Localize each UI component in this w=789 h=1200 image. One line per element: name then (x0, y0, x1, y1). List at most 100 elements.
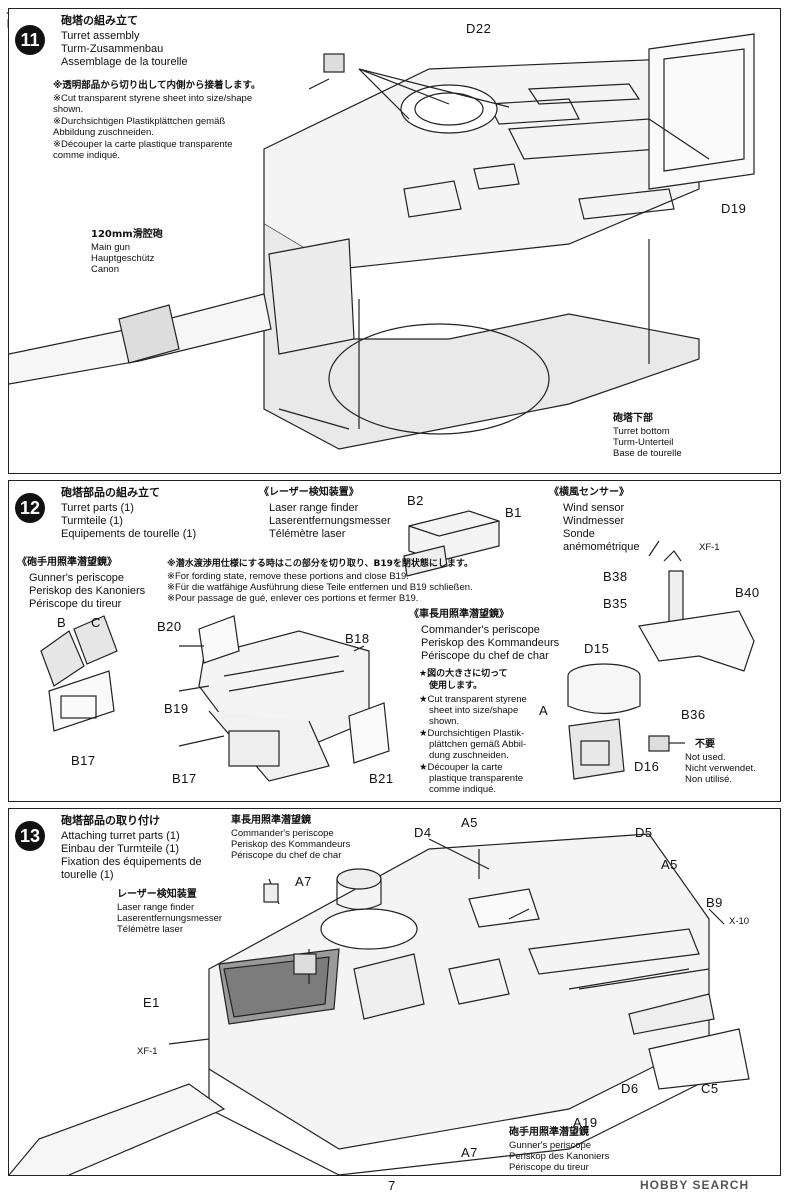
part-label-d22: D22 (466, 21, 492, 36)
not-used-label-fr: Non utilisé. (685, 774, 732, 785)
cut-note-jp-2: 使用します。 (429, 681, 483, 691)
step-title-fr: Equipements de tourelle (1) (61, 528, 197, 540)
not-used-label-en: Not used. (685, 752, 726, 763)
step-number-badge: 13 (15, 821, 45, 851)
turret-assembly-drawing (9, 33, 755, 450)
note-jp: ※透明部品から切り出して内側から接着します。 (53, 80, 261, 91)
step-title-jp: 砲塔部品の取り付け (61, 814, 160, 827)
page-number: 7 (388, 1178, 396, 1193)
paint-callout-xf1: XF-1 (137, 1046, 158, 1057)
part-label-a7-a: A7 (295, 874, 312, 889)
part-label-d5: D5 (635, 825, 653, 840)
cut-note-fr-2: plastique transparente (429, 773, 524, 784)
not-used-label-jp: 不要 (695, 739, 715, 750)
gunner-periscope-label-en: Gunner's periscope (509, 1140, 592, 1151)
commander-periscope-label-en: Commander's periscope (231, 828, 334, 839)
step-number-badge: 12 (15, 493, 45, 523)
part-label-d4: D4 (414, 825, 432, 840)
part-label-b17-a: B17 (71, 753, 96, 768)
part-label-b40: B40 (735, 585, 760, 600)
commander-periscope-label-de: Periskop des Kommandeurs (421, 637, 560, 649)
cut-note-de-3: dung zuschneiden. (429, 750, 509, 761)
cut-note-en-2: sheet into size/shape (429, 705, 519, 716)
part-label-c5: C5 (701, 1081, 719, 1096)
part-label-a7-b: A7 (461, 1145, 478, 1160)
cut-note-jp-1: ★図の大きさに切って (419, 669, 508, 679)
step-title-fr: Assemblage de la tourelle (61, 56, 188, 68)
step-11-panel: 11 砲塔の組み立て Turret assembly Turm-Zusammen… (8, 8, 781, 474)
footer-logo-text: HOBBY SEARCH (640, 1178, 750, 1192)
step-title-de: Einbau der Turmteile (1) (61, 843, 179, 855)
step-title-jp: 砲塔の組み立て (61, 14, 138, 27)
step-13-panel: 13 砲塔部品の取り付け Attaching turret parts (1) … (8, 808, 781, 1176)
part-label-d15: D15 (584, 641, 610, 656)
cut-note-de-2: plättchen gemäß Abbil- (429, 739, 527, 750)
part-label-b1: B1 (505, 505, 522, 520)
note-fr: ※Découper la carte plastique transparent… (53, 139, 233, 161)
part-label-b21: B21 (369, 771, 394, 786)
wind-sensor-label-jp: 《横風センサー》 (549, 487, 629, 498)
part-label-d6: D6 (621, 1081, 639, 1096)
paint-callout-xf1: XF-1 (699, 542, 720, 553)
commander-periscope-label-fr: Périscope du chef de char (231, 850, 342, 861)
gunner-periscope-label-jp: 砲手用照準潜望鏡 (509, 1127, 589, 1138)
turret-bottom-label-fr: Base de tourelle (613, 448, 682, 459)
commander-periscope-label-de: Periskop des Kommandeurs (231, 839, 351, 850)
commander-periscope-label-en: Commander's periscope (421, 624, 540, 636)
wind-sensor-label-fr: Sonde (563, 528, 595, 540)
part-label-c: C (91, 615, 101, 630)
main-gun-label-en: Main gun (91, 242, 131, 253)
note-de: ※Durchsichtigen Plastikplättchen gemäß A… (53, 116, 226, 138)
part-label-b20: B20 (157, 619, 182, 634)
part-label-d16: D16 (634, 759, 660, 774)
cut-note-en-1: ★Cut transparent styrene (419, 694, 527, 705)
laser-label-jp: レーザー検知装置 (117, 889, 197, 900)
gunner-periscope-label-de: Periskop des Kanoniers (29, 585, 146, 597)
wind-sensor-label-en: Wind sensor (563, 502, 625, 514)
part-label-b36: B36 (681, 707, 706, 722)
step-title-en: Turret assembly (61, 30, 140, 42)
commander-periscope-label-fr: Périscope du chef de char (421, 650, 549, 662)
part-label-d19: D19 (721, 201, 747, 216)
footer-logo: HOBBY SEARCH (640, 1178, 749, 1192)
laser-label-fr: Télémètre laser (269, 528, 346, 540)
part-label-a5-b: A5 (661, 857, 678, 872)
fording-note-en: ※For fording state, remove these portion… (167, 571, 409, 582)
step-title-jp: 砲塔部品の組み立て (61, 486, 160, 499)
part-label-b: B (57, 615, 67, 630)
laser-label-de: Laserentfernungsmesser (269, 515, 391, 527)
fording-note-fr: ※Pour passage de gué, enlever ces portio… (167, 593, 419, 604)
laser-label-de: Laserentfernungsmesser (117, 913, 223, 924)
paint-callout-x10: X-10 (729, 916, 750, 927)
part-label-b2: B2 (407, 493, 424, 508)
laser-label-en: Laser range finder (269, 502, 359, 514)
attaching-turret-parts-drawing (9, 833, 750, 1175)
part-label-e1: E1 (143, 995, 160, 1010)
fording-note-de: ※Für die watfähige Ausführung diese Teil… (167, 582, 473, 593)
part-label-b35: B35 (603, 596, 628, 611)
gunner-periscope-label-fr: Périscope du tireur (509, 1162, 589, 1173)
step-title-fr-2: tourelle (1) (61, 869, 114, 881)
part-label-b38: B38 (603, 569, 628, 584)
laser-label-en: Laser range finder (117, 902, 195, 913)
gunner-periscope-label-jp: 《砲手用照準潜望鏡》 (17, 557, 117, 568)
laser-label-fr: Télémètre laser (117, 924, 183, 935)
turret-bottom-label-jp: 砲塔下部 (613, 413, 653, 424)
turret-parts-drawing (40, 510, 755, 782)
part-label-a5-a: A5 (461, 815, 478, 830)
step-title-de: Turm-Zusammenbau (61, 43, 164, 55)
step-number-badge: 11 (15, 25, 45, 55)
part-label-a: A (539, 703, 549, 718)
cut-note-en-3: shown. (429, 716, 460, 727)
turret-bottom-label-en: Turret bottom (613, 426, 670, 437)
gunner-periscope-label-de: Periskop des Kanoniers (509, 1151, 610, 1162)
main-gun-label-fr: Canon (91, 264, 119, 275)
gunner-periscope-label-en: Gunner's periscope (29, 572, 125, 584)
wind-sensor-label-de: Windmesser (563, 515, 625, 527)
not-used-label-de: Nicht verwendet. (685, 763, 756, 774)
part-label-a19: A19 (573, 1115, 598, 1130)
main-gun-label-jp: 120mm滑腔砲 (91, 229, 163, 240)
note-en: ※Cut transparent styrene sheet into size… (53, 93, 253, 115)
step-title-de: Turmteile (1) (61, 515, 123, 527)
part-label-b17-b: B17 (172, 771, 197, 786)
